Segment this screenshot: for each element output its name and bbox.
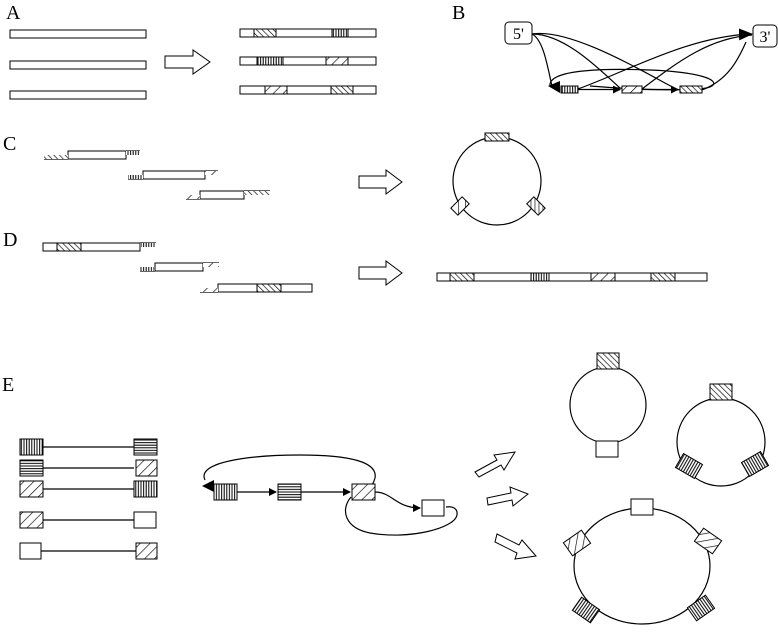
homology-block <box>621 85 643 94</box>
connector-line <box>641 34 753 90</box>
overhang-hatch <box>140 243 156 247</box>
connector-line <box>531 33 621 89</box>
homology-block <box>650 272 676 282</box>
linear-product <box>436 272 708 282</box>
panel-e-label: E <box>2 374 14 396</box>
circular-product <box>452 136 542 226</box>
fragment <box>142 170 206 180</box>
slash-block <box>19 480 44 498</box>
process-arrow <box>164 49 211 75</box>
plain-block <box>630 498 654 516</box>
homology-block <box>264 85 288 95</box>
homology-block <box>449 272 475 282</box>
horizontal-stripe-block <box>19 459 44 477</box>
plain-block <box>19 542 42 560</box>
slash-block <box>693 527 723 555</box>
process-arrow <box>494 533 537 560</box>
horizontal-stripe-block <box>277 483 302 501</box>
vertical-stripe-block <box>740 450 770 478</box>
homology-block <box>325 56 349 66</box>
arrow-head <box>202 480 214 492</box>
slash-block <box>135 459 158 477</box>
input-fragment <box>9 90 147 100</box>
vertical-stripe-block <box>213 483 238 501</box>
three-prime-box <box>752 24 778 48</box>
vertical-stripe-block <box>571 596 601 624</box>
overhang-hatch <box>126 151 140 155</box>
panel-b-label: B <box>452 2 465 24</box>
panel-e: E <box>2 352 770 625</box>
homology-block <box>56 242 82 252</box>
vertical-stripe-block <box>19 438 44 456</box>
plain-block <box>595 440 619 458</box>
homology-block <box>526 196 546 216</box>
overhang-hatch <box>44 155 68 159</box>
overhang-hatch <box>186 195 200 199</box>
homology-block <box>256 283 282 293</box>
arrow-head <box>548 81 560 93</box>
process-arrow <box>486 486 529 507</box>
vertical-stripe-block <box>133 480 158 498</box>
tagged-fragment <box>239 28 377 38</box>
process-arrow <box>358 260 403 286</box>
fragment <box>154 262 204 272</box>
panel-a-label: A <box>6 2 21 24</box>
circular-product-small <box>569 366 647 444</box>
panel-c: C <box>3 132 546 226</box>
homology-block <box>330 85 354 95</box>
homology-block <box>256 56 284 66</box>
process-arrow <box>358 169 403 195</box>
connector-line <box>531 32 679 91</box>
panel-b: B 5' 3' <box>452 2 778 94</box>
homology-block <box>709 383 733 401</box>
tagged-fragment <box>239 56 377 66</box>
overhang-hatch <box>205 171 218 175</box>
homology-block <box>450 196 470 216</box>
slash-block <box>19 511 44 529</box>
plain-block <box>421 499 445 517</box>
homology-block <box>679 85 703 94</box>
homology-block <box>484 132 510 142</box>
homology-block <box>530 272 550 282</box>
fragment <box>67 150 127 160</box>
homology-block <box>560 85 579 94</box>
homology-block <box>253 28 277 38</box>
overhang-hatch <box>140 267 155 271</box>
slash-block <box>562 529 592 557</box>
overhang-hatch <box>128 175 143 179</box>
overhang-hatch <box>244 191 270 195</box>
connector-line <box>531 33 553 87</box>
tagged-fragment <box>239 85 377 95</box>
homology-block <box>596 352 620 370</box>
connector-line <box>577 28 753 90</box>
bottom-loop <box>344 496 458 536</box>
homology-block <box>331 28 349 38</box>
vertical-stripe-block <box>674 452 704 480</box>
vertical-stripe-block <box>686 594 716 622</box>
input-fragment <box>9 29 147 39</box>
overhang-hatch <box>200 288 218 292</box>
process-arrow <box>474 451 516 478</box>
chain-arrow <box>374 491 421 512</box>
overhang-hatch <box>203 263 219 267</box>
slash-block <box>351 483 376 501</box>
fragment <box>199 190 245 200</box>
panel-a: A <box>6 2 377 100</box>
input-fragment <box>9 60 147 70</box>
three-prime-label: 3' <box>760 29 771 46</box>
panel-d: D <box>3 229 708 293</box>
homology-block <box>590 272 616 282</box>
panel-c-label: C <box>3 133 16 155</box>
slash-block <box>135 542 158 560</box>
connector-line <box>701 41 747 91</box>
five-prime-box <box>504 21 533 45</box>
five-prime-label: 5' <box>513 26 524 43</box>
horizontal-stripe-block <box>133 438 158 456</box>
plain-block <box>133 511 157 529</box>
panel-d-label: D <box>3 229 17 251</box>
